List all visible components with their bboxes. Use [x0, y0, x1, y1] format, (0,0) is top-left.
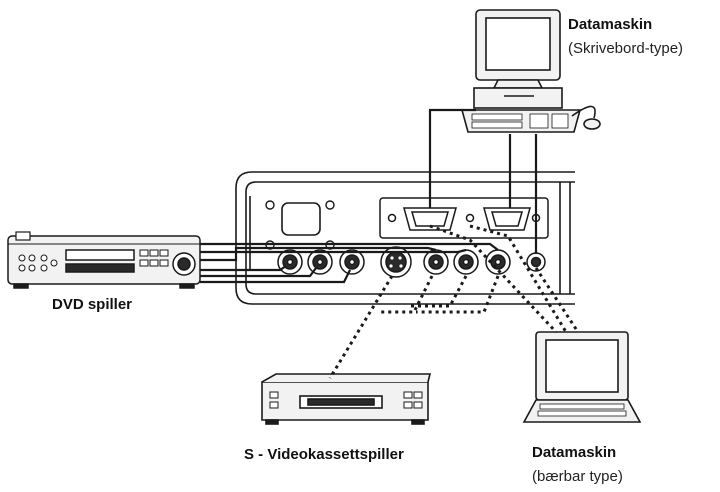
desktop-computer-title: Datamaskin: [568, 16, 653, 33]
projector-rear-panel: [235, 171, 575, 305]
svideo-vcr: [261, 373, 432, 425]
panel-vent: [281, 202, 321, 236]
rca-jacks: [277, 249, 511, 275]
vcr-label: S - Videokassettspiller: [244, 446, 404, 463]
svideo-jack: [380, 246, 412, 278]
laptop-cables: [429, 224, 580, 334]
desktop-computer: [460, 9, 601, 133]
vcr-cables: [328, 275, 500, 379]
laptop-computer: [522, 331, 642, 423]
laptop-computer-title: Datamaskin: [532, 444, 617, 461]
desktop-computer-subtitle: (Skrivebord-type): [568, 40, 684, 57]
desktop-cables: [428, 108, 538, 254]
dvd-player: [7, 231, 201, 289]
laptop-computer-subtitle: (bærbar type): [532, 468, 623, 485]
dvd-cables: [200, 242, 499, 284]
dvd-player-label: DVD spiller: [52, 296, 133, 313]
dsub-ports: [379, 197, 549, 239]
